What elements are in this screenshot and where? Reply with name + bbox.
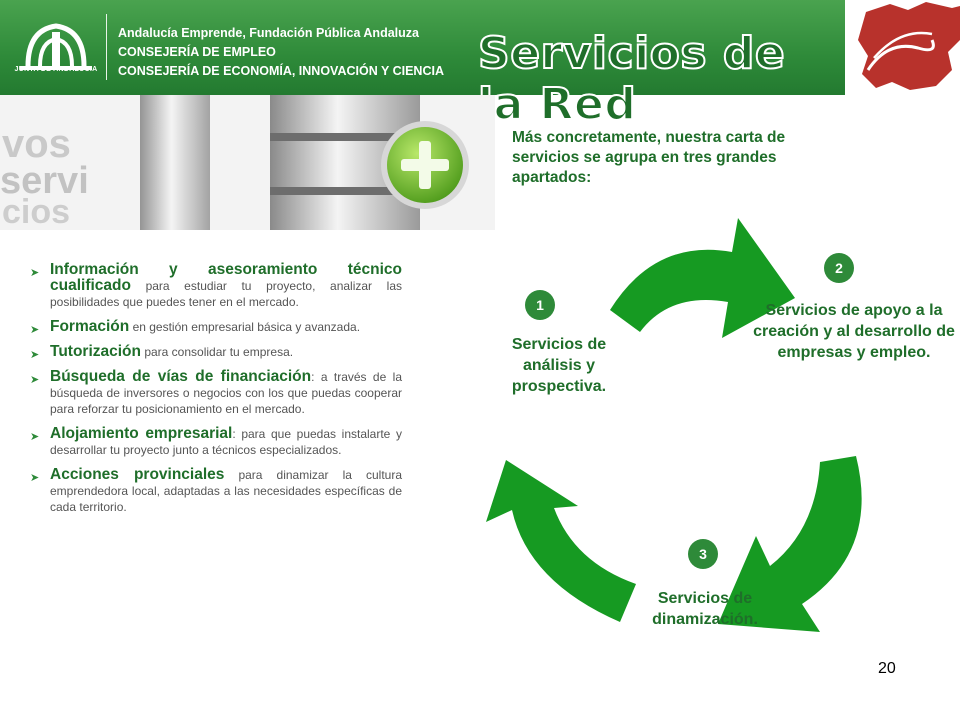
list-item: ➤ Acciones provinciales para dinamizar la… <box>30 467 402 515</box>
list-item: ➤ Alojamiento empresarial: para que pueda… <box>30 426 402 458</box>
arrowhead-bullet-icon: ➤ <box>30 267 40 279</box>
services-cycle-diagram: 1 Servicios de análisis y prospectiva. 2… <box>470 210 960 660</box>
list-item-lead: Información y asesoramiento técnico cual… <box>50 261 402 294</box>
org-line: CONSEJERÍA DE EMPLEO <box>118 45 276 59</box>
list-item-text: en gestión empresarial básica y avanzada… <box>129 320 361 334</box>
intro-text: Más concretamente, nuestra carta de serv… <box>512 129 786 186</box>
arrowhead-bullet-icon: ➤ <box>30 324 40 336</box>
photo-word: servi <box>0 160 89 202</box>
arrowhead-bullet-icon: ➤ <box>30 431 40 443</box>
org-line: Andalucía Emprende, Fundación Pública An… <box>118 26 419 40</box>
iberian-map-graphic <box>858 2 960 90</box>
list-item-lead: Búsqueda de vías de financiación <box>50 368 312 385</box>
page-number: 20 <box>878 660 896 677</box>
list-item-text: para dinamizar la cultura emprendedora l… <box>50 468 402 514</box>
list-item-lead: Tutorización <box>50 343 141 360</box>
cycle-arrow-left <box>486 460 636 622</box>
cycle-arrow-top <box>610 218 795 338</box>
list-item-lead: Formación <box>50 318 130 335</box>
step-number-badge: 3 <box>688 539 718 569</box>
arrowhead-bullet-icon: ➤ <box>30 374 40 386</box>
step-label: Servicios de apoyo a la creación y al de… <box>753 302 955 361</box>
step-number-badge: 1 <box>525 290 555 320</box>
list-item-text: : a través de la búsqueda de inversores … <box>50 370 402 416</box>
header-bar: JUNTA DE ANDALUCIA Andalucía Emprende, F… <box>0 0 845 131</box>
photo-word: cios <box>2 193 70 230</box>
list-item: ➤ Búsqueda de vías de financiación: a tra… <box>30 369 402 417</box>
photo-word: vos <box>2 122 71 166</box>
page-title: Servicios de la Red <box>477 27 786 131</box>
step-number-badge: 2 <box>824 253 854 283</box>
junta-de-andalucia-logo <box>20 23 92 70</box>
list-item: ➤ Tutorización para consolidar tu empresa… <box>30 343 402 362</box>
arrowhead-bullet-icon: ➤ <box>30 472 40 484</box>
logo-divider <box>106 14 107 80</box>
list-item: ➤ Formación en gestión empresarial básica… <box>30 318 402 337</box>
list-item-lead: Acciones provinciales <box>50 466 225 483</box>
step-label: Servicios de dinamización. <box>652 590 758 628</box>
list-item: ➤ Información y asesoramiento técnico cua… <box>30 262 402 310</box>
arrowhead-bullet-icon: ➤ <box>30 349 40 361</box>
organization-lines: Andalucía Emprende, Fundación Pública An… <box>118 24 444 81</box>
org-line: CONSEJERÍA DE ECONOMÍA, INNOVACIÓN Y CIE… <box>118 64 444 78</box>
services-list: ➤ Información y asesoramiento técnico cua… <box>30 262 402 524</box>
header: JUNTA DE ANDALUCIA Andalucía Emprende, F… <box>0 0 960 131</box>
list-item-text: : para que puedas instalarte y desarroll… <box>50 427 402 457</box>
new-services-photo: vos servi cios <box>0 95 495 230</box>
list-item-text: para consolidar tu empresa. <box>141 345 294 359</box>
step-label: Servicios de análisis y prospectiva. <box>511 336 607 395</box>
list-item-text: para estudiar tu proyecto, analizar las … <box>50 279 402 309</box>
logo-text: JUNTA DE ANDALUCIA <box>14 66 98 73</box>
list-item-lead: Alojamiento empresarial <box>50 425 233 442</box>
cycle-arrow-right <box>718 456 862 632</box>
